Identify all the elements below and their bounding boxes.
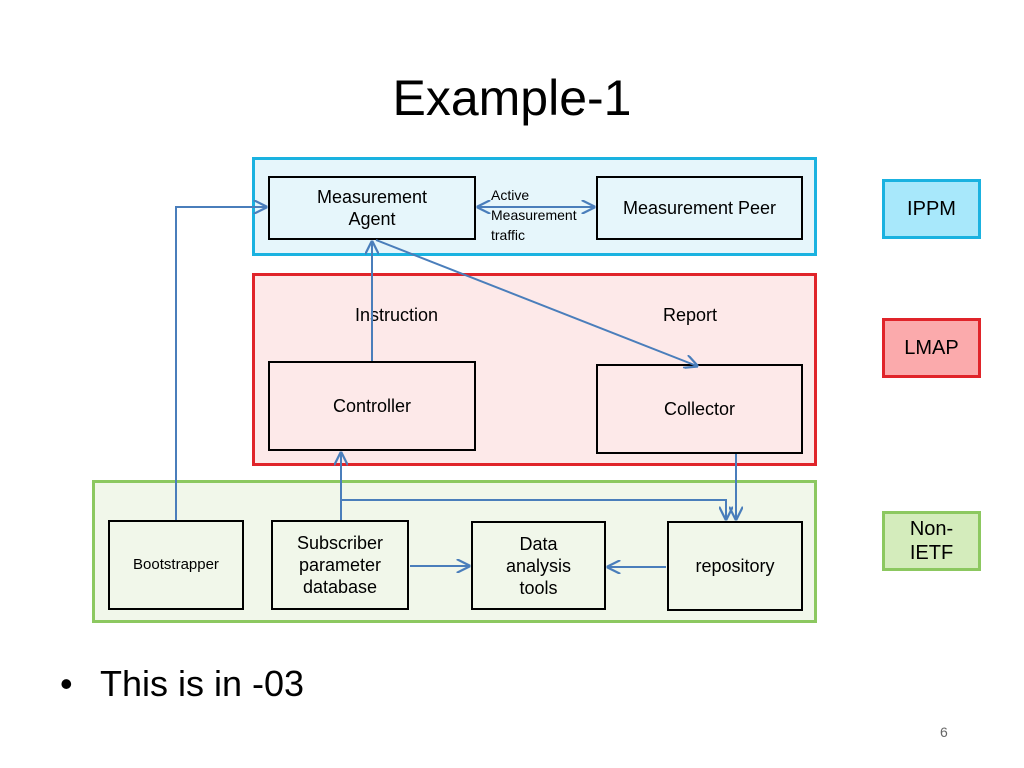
report-label: Report — [663, 305, 718, 325]
bullet-dot: • — [60, 663, 73, 704]
nonietf-tag: Non-IETF — [882, 511, 981, 571]
bootstrapper-box: Bootstrapper — [108, 520, 244, 610]
data-analysis-tools-box: Data analysis tools — [471, 521, 606, 610]
page-title: Example-1 — [392, 70, 632, 126]
ippm-tag: IPPM — [882, 179, 981, 239]
subscriber-database-box: Subscriber parameter database — [271, 520, 409, 610]
bullet-text: This is in -03 — [100, 663, 305, 704]
lmap-tag: LMAP — [882, 318, 981, 378]
bullet-list-item: • This is in -03 — [60, 660, 304, 708]
subscriber-repository-arrow — [341, 499, 726, 519]
instruction-label: Instruction — [355, 305, 439, 325]
bootstrapper-arrow — [175, 207, 266, 520]
page-number: 6 — [940, 724, 948, 740]
report-arrow — [375, 239, 697, 366]
repository-box: repository — [667, 521, 803, 611]
controller-box: Controller — [268, 361, 476, 451]
measurement-agent-box: Measurement Agent — [268, 176, 476, 240]
measurement-peer-box: Measurement Peer — [596, 176, 803, 240]
